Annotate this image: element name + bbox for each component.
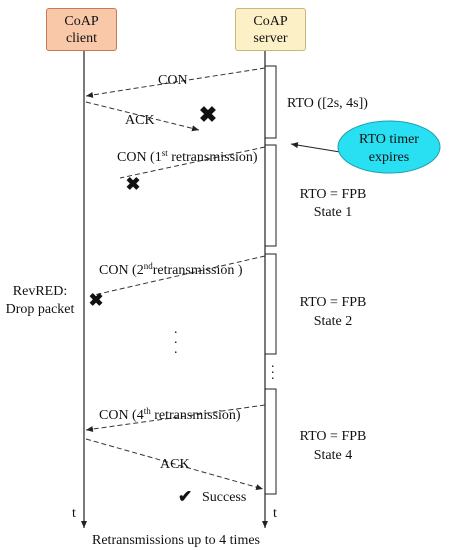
label-con-retx1: CON (1st retransmission) [117,148,258,165]
client-title-line2: client [65,31,98,46]
client-title-line1: CoAP [64,14,99,29]
ellipsis-dot: . [271,356,275,371]
server-title-line2: server [253,31,288,46]
message-con-retx1 [119,146,266,179]
ellipsis-dot: . [174,322,178,337]
ellipsis-dot: . [271,362,275,377]
label-ack-final: ACK [160,457,190,472]
cross-icon: ✖ [88,290,103,310]
revred-label-line1: RevRED: [13,284,67,299]
callout-text-line1: RTO timer [359,132,419,147]
server-title-line1: CoAP [253,14,288,29]
ellipsis-dot: . [271,368,275,383]
revred-label-line2: Drop packet [6,302,75,317]
message-ack-final [85,438,264,490]
state-bracket-1 [265,144,277,247]
state1-label-line1: RTO = FPB [300,187,367,202]
state-initial-label: RTO ([2s, 4s]) [287,96,368,111]
ellipsis-dot: . [174,342,178,357]
callout-text-line2: expires [369,150,409,165]
label-con-retx2: CON (2ndretransmission ) [99,261,243,278]
footer-caption: Retransmissions up to 4 times [92,533,260,548]
check-icon: ✔ [178,487,192,506]
coap-client-node: CoAP client [46,8,117,51]
label-ack-lost: ACK [125,113,155,128]
cross-icon: ✖ [125,174,140,194]
state2-label-line2: State 2 [314,314,353,329]
state2-label-line1: RTO = FPB [300,295,367,310]
label-success: Success [202,490,246,505]
coap-server-node: CoAP server [235,8,306,51]
label-con-retx4: CON (4th retransmission) [99,406,241,423]
message-con-retx4 [85,404,266,433]
state4-label-line2: State 4 [314,448,353,463]
state-bracket-initial [265,65,277,139]
state-bracket-4 [265,388,277,495]
cross-icon: ✖ [199,102,217,127]
server-axis-label: t [273,506,277,521]
state-bracket-2 [265,253,277,355]
message-con-retx2 [93,255,266,296]
client-axis-label: t [72,506,76,521]
label-con-initial: CON [158,73,188,88]
state1-label-line2: State 1 [314,205,353,220]
ellipsis-dot: . [174,332,178,347]
message-ack-lost [85,101,200,132]
message-con-initial [85,67,266,98]
state4-label-line1: RTO = FPB [300,429,367,444]
callout-arrow [290,142,341,153]
rto-timer-callout [337,120,441,174]
